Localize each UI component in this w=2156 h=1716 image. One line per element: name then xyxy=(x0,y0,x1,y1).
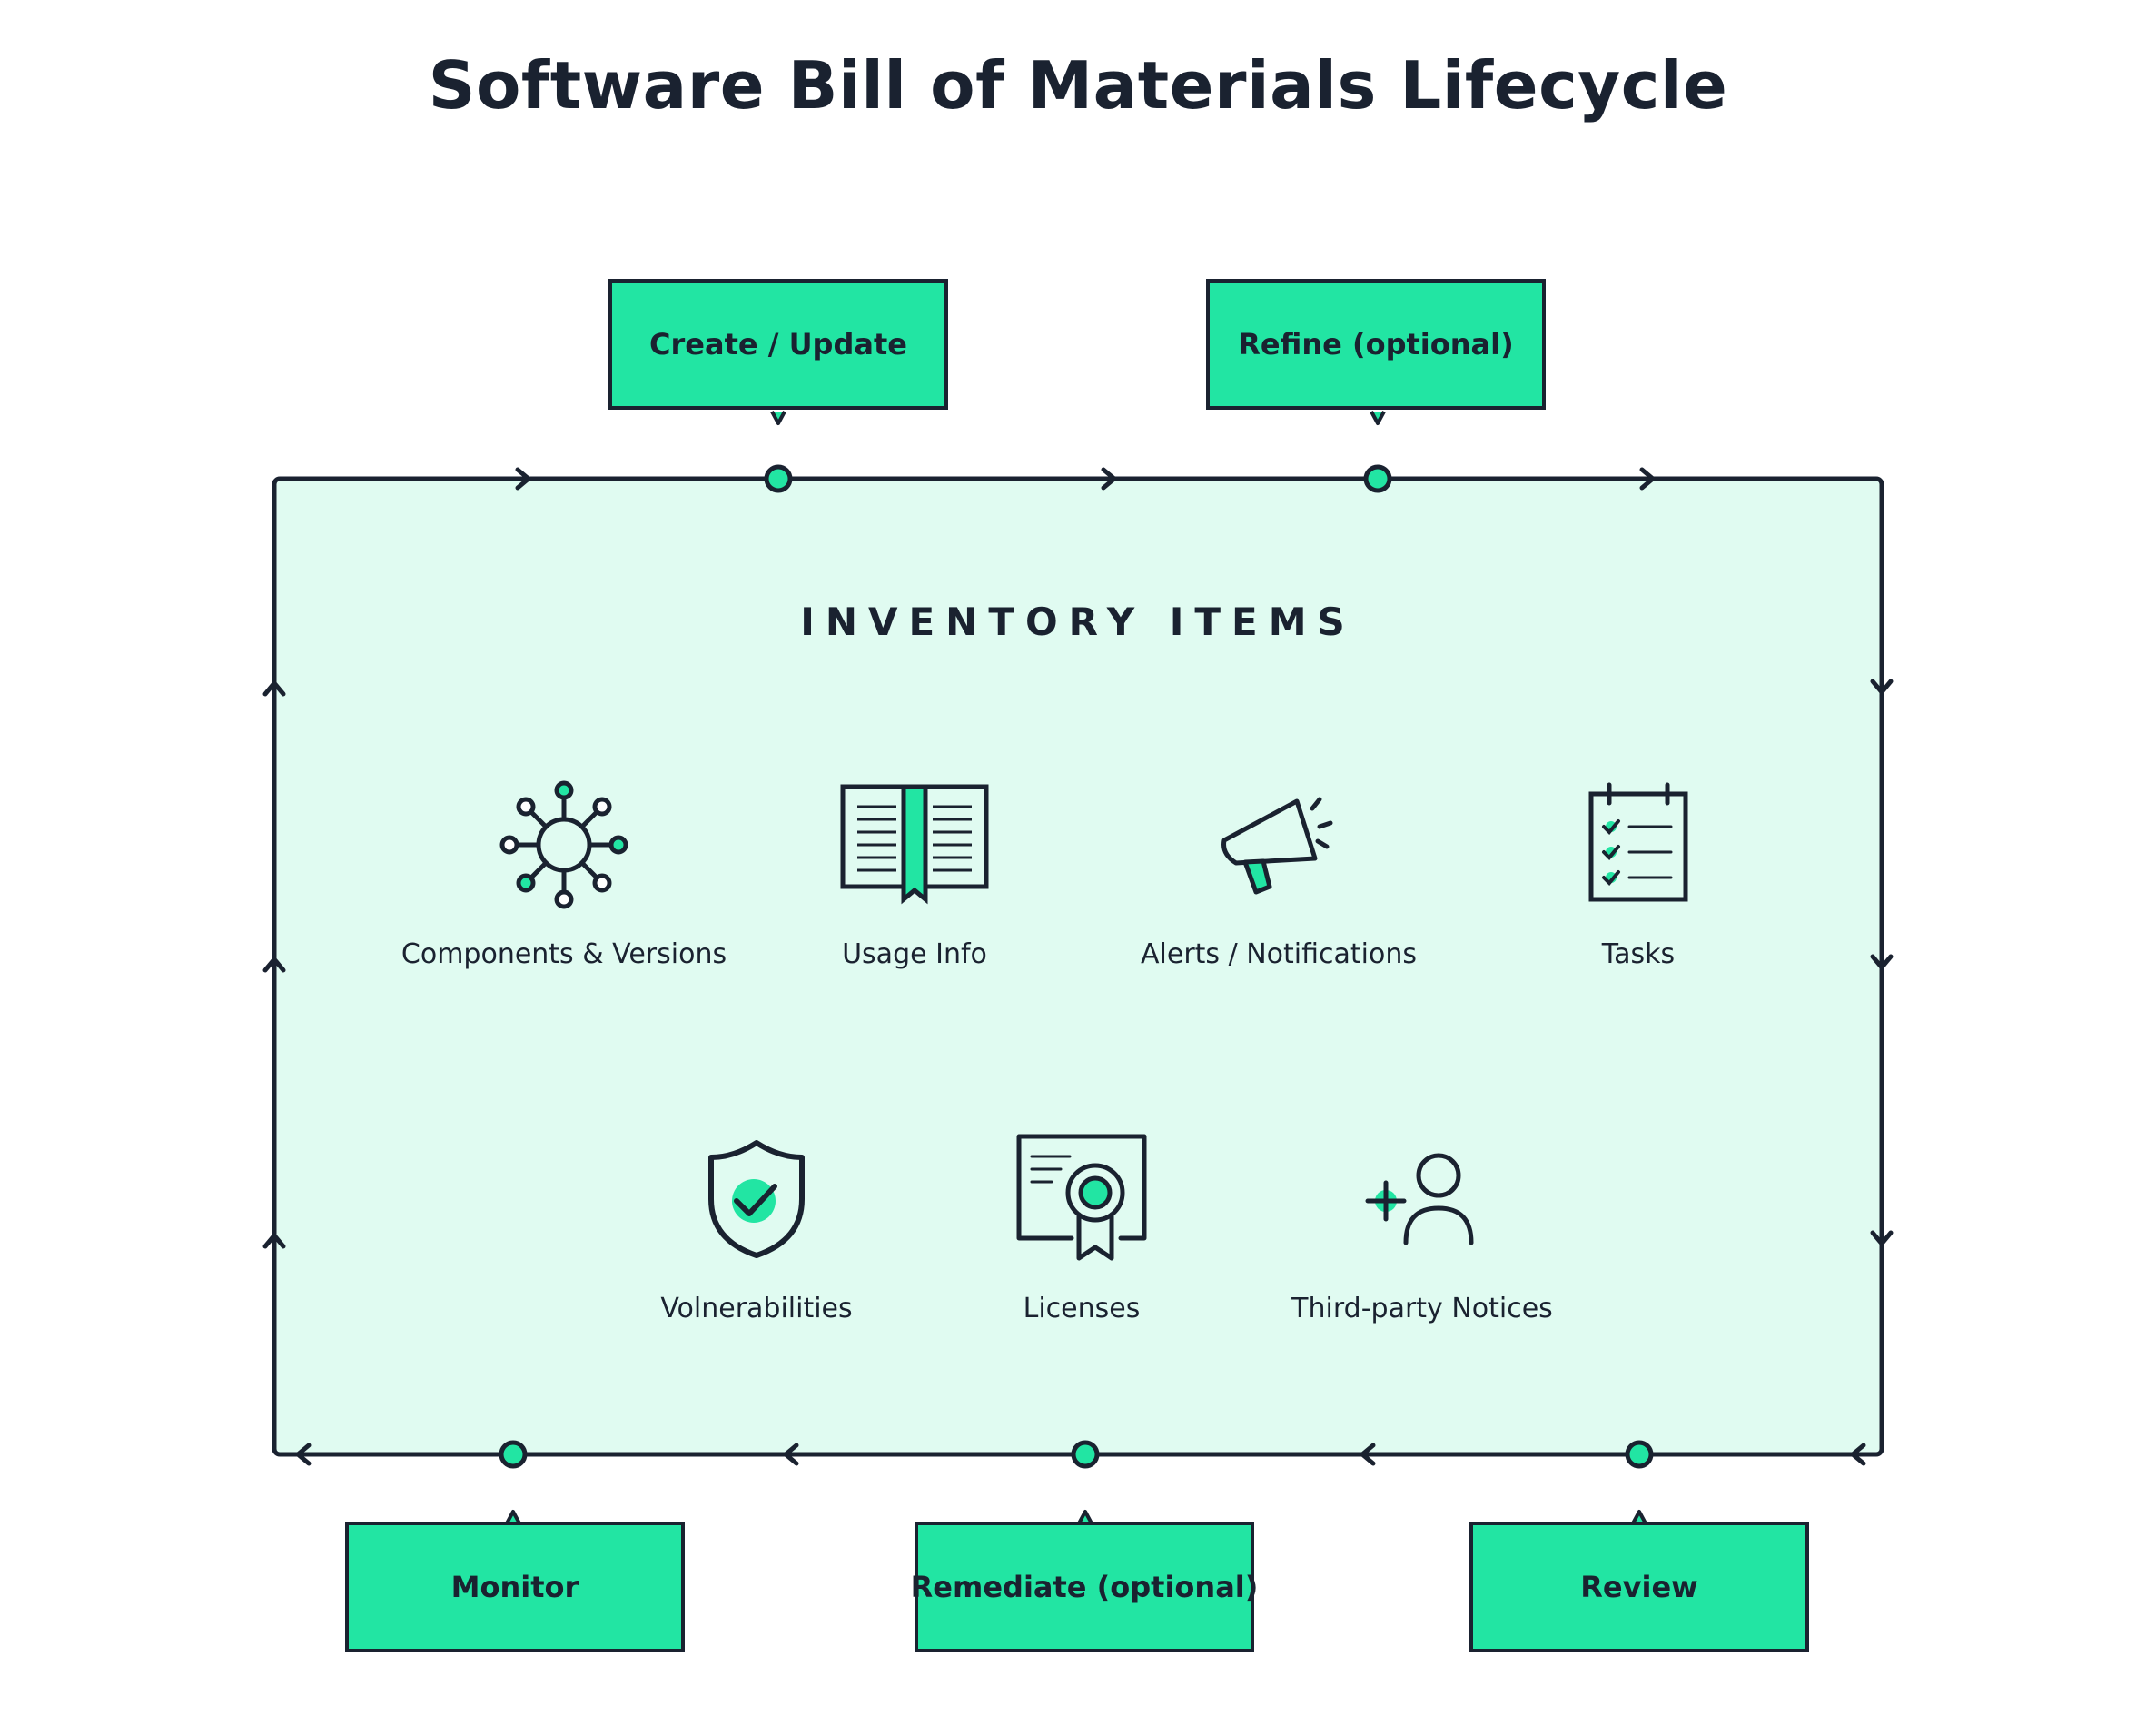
item-label: Usage Info xyxy=(842,938,987,970)
book-icon xyxy=(833,777,996,913)
flow-arrow xyxy=(783,1443,799,1466)
stage-create-update: Create / Update xyxy=(608,279,948,410)
flow-arrow xyxy=(262,680,286,697)
flow-arrow xyxy=(1101,467,1117,491)
flow-arrow xyxy=(1870,954,1894,970)
flow-arrow xyxy=(1870,1230,1894,1246)
stage-label: Remediate (optional) xyxy=(910,1570,1259,1604)
stage-label: Review xyxy=(1580,1570,1698,1604)
certificate-icon xyxy=(1000,1131,1163,1267)
item-label: Tasks xyxy=(1601,938,1676,970)
add-user-icon xyxy=(1340,1131,1504,1267)
components-icon xyxy=(482,777,646,913)
flow-arrow xyxy=(1639,467,1656,491)
inventory-item-third-party-notices: Third-party Notices xyxy=(1241,1131,1604,1324)
megaphone-icon xyxy=(1197,777,1360,913)
checklist-icon xyxy=(1557,777,1720,913)
flow-arrow xyxy=(295,1443,312,1466)
item-label: Components & Versions xyxy=(401,938,727,970)
flow-arrow xyxy=(515,467,531,491)
item-label: Licenses xyxy=(1023,1293,1141,1324)
stage-label: Monitor xyxy=(450,1570,579,1604)
flow-arrow xyxy=(1360,1443,1376,1466)
stage-refine: Refine (optional) xyxy=(1206,279,1546,410)
item-label: Volnerabilities xyxy=(660,1293,853,1324)
flow-arrow xyxy=(262,957,286,973)
inventory-item-licenses: Licenses xyxy=(945,1131,1218,1324)
flow-arrow xyxy=(262,1233,286,1249)
node-create-update xyxy=(764,464,793,493)
flow-arrow xyxy=(1870,679,1894,695)
node-refine xyxy=(1363,464,1392,493)
item-label: Alerts / Notifications xyxy=(1141,938,1417,970)
node-remediate xyxy=(1071,1440,1100,1469)
shield-check-icon xyxy=(675,1131,838,1267)
node-review xyxy=(1625,1440,1654,1469)
stage-label: Create / Update xyxy=(649,327,907,362)
section-heading: INVENTORY ITEMS xyxy=(800,600,1356,644)
stage-remediate: Remediate (optional) xyxy=(911,1522,1258,1652)
item-label: Third-party Notices xyxy=(1291,1293,1553,1324)
stage-review: Review xyxy=(1469,1522,1809,1652)
inventory-item-vulnerabilities: Volnerabilities xyxy=(620,1131,893,1324)
inventory-item-usage-info: Usage Info xyxy=(778,777,1051,970)
stage-label: Refine (optional) xyxy=(1238,327,1514,362)
diagram-title: Software Bill of Materials Lifecycle xyxy=(428,47,1728,124)
stage-monitor: Monitor xyxy=(345,1522,685,1652)
inventory-item-alerts: Alerts / Notifications xyxy=(1097,777,1460,970)
inventory-item-tasks: Tasks xyxy=(1502,777,1775,970)
inventory-item-components: Components & Versions xyxy=(382,777,746,970)
flow-arrow xyxy=(1850,1443,1866,1466)
node-monitor xyxy=(499,1440,528,1469)
